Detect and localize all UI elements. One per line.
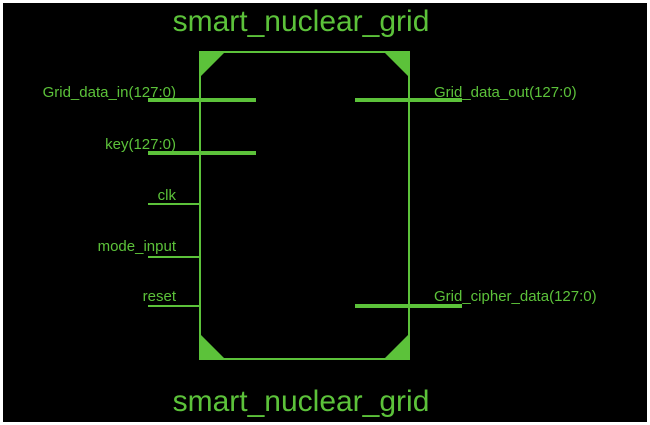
output-port-grid-cipher-data[interactable]: Grid_cipher_data(127:0) [355, 288, 597, 308]
corner-top-left [201, 53, 224, 76]
input-label-reset: reset [143, 288, 177, 305]
corner-top-right [385, 53, 408, 76]
block-body[interactable] [199, 51, 410, 360]
input-label-grid-data-in: Grid_data_in(127:0) [43, 84, 176, 101]
output-label-grid-cipher-data: Grid_cipher_data(127:0) [434, 288, 597, 305]
schematic-svg: smart_nuclear_grid smart_nuclear_grid Gr… [43, 5, 597, 418]
input-port-reset[interactable]: reset [143, 288, 200, 307]
corner-bottom-left [201, 335, 224, 358]
input-port-key[interactable]: key(127:0) [105, 136, 256, 155]
output-label-grid-data-out: Grid_data_out(127:0) [434, 84, 577, 101]
input-label-key: key(127:0) [105, 136, 176, 153]
input-label-clk: clk [158, 187, 177, 204]
corner-bottom-right [385, 335, 408, 358]
input-port-clk[interactable]: clk [148, 187, 200, 205]
input-label-mode-input: mode_input [98, 238, 177, 255]
top-title: smart_nuclear_grid [173, 5, 430, 38]
input-port-grid-data-in[interactable]: Grid_data_in(127:0) [43, 84, 256, 102]
schematic-view: smart_nuclear_grid smart_nuclear_grid Gr… [3, 3, 647, 422]
input-port-mode-input[interactable]: mode_input [98, 238, 200, 258]
output-port-grid-data-out[interactable]: Grid_data_out(127:0) [355, 84, 577, 102]
bottom-title: smart_nuclear_grid [173, 385, 430, 418]
